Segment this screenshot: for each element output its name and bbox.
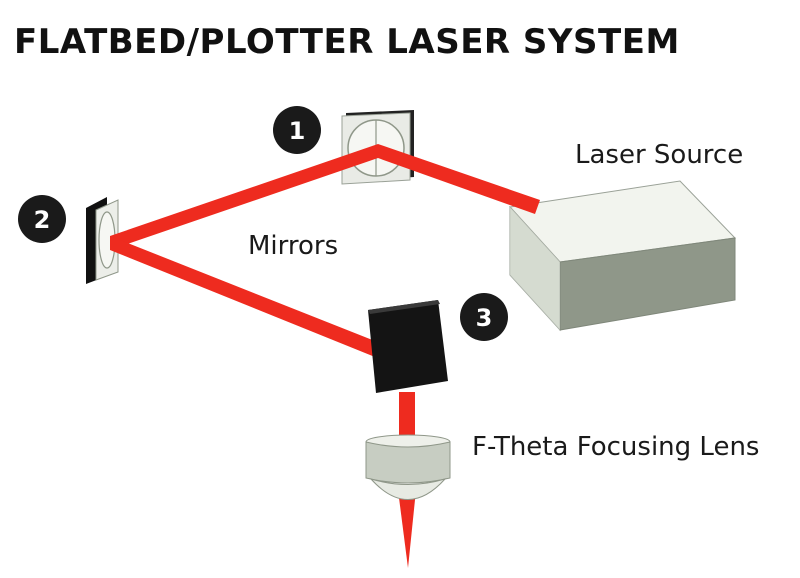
badge-2: 2 — [18, 195, 66, 243]
svg-text:2: 2 — [34, 206, 51, 234]
mirrors-label: Mirrors — [248, 231, 338, 261]
focusing-lens-icon — [365, 434, 451, 500]
lens-label: F-Theta Focusing Lens — [472, 432, 759, 462]
mirror-3-icon — [368, 300, 448, 393]
badge-3: 3 — [460, 293, 508, 341]
badge-1: 1 — [273, 106, 321, 154]
laser-source-icon — [509, 180, 737, 332]
laser-source-label: Laser Source — [575, 140, 743, 170]
diagram-title: FLATBED/PLOTTER LASER SYSTEM — [14, 22, 680, 62]
svg-text:3: 3 — [476, 304, 493, 332]
mirror-2-icon — [86, 197, 119, 284]
laser-beam — [110, 144, 540, 568]
svg-text:1: 1 — [289, 117, 306, 145]
